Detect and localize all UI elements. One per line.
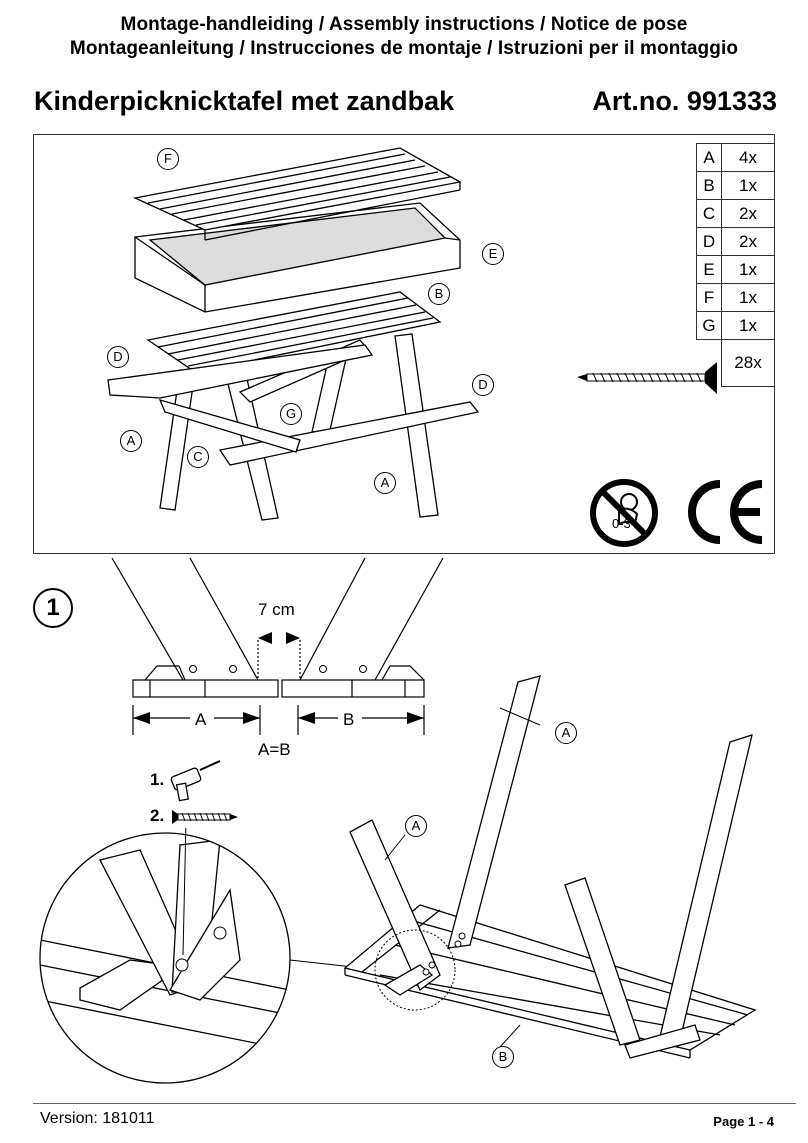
label-part-e: E [482, 243, 504, 265]
dimension-a-label: A [195, 710, 207, 729]
part-quantity: 1x [721, 255, 775, 284]
header-languages-line-2: Montageanleitung / Instrucciones de mont… [69, 38, 739, 59]
part-quantity: 2x [721, 227, 775, 256]
label-step-part-a-left: A [405, 815, 427, 837]
part-letter: G [696, 311, 722, 340]
part-letter: B [696, 171, 722, 200]
step-number-badge: 1 [33, 588, 73, 628]
ce-mark-icon [688, 480, 763, 544]
part-quantity: 4x [721, 143, 775, 172]
screw-small-icon [172, 810, 238, 824]
label-part-a-left: A [120, 430, 142, 452]
part-letter: A [696, 143, 722, 172]
drill-icon [170, 760, 221, 802]
article-number: Art.no. 991333 [592, 86, 777, 116]
dimension-b-label: B [343, 710, 355, 729]
part-quantity: 1x [721, 171, 775, 200]
label-step-part-b: B [492, 1046, 514, 1068]
version-label: Version: 181011 [40, 1110, 155, 1127]
part-quantity: 2x [721, 199, 775, 228]
screw-icon [577, 362, 717, 394]
equal-dimension-note: A=B [258, 740, 291, 759]
label-part-c: C [187, 446, 209, 468]
footer-divider [33, 1103, 796, 1104]
bench-assembly-drawing [343, 675, 757, 1059]
header-languages-line-1: Montage-handleiding / Assembly instructi… [120, 14, 688, 35]
dimension-label: 7 cm [258, 600, 295, 619]
part-quantity: 1x [721, 311, 775, 340]
leg-spacing-drawing [111, 557, 444, 735]
screw-row: 28x [697, 339, 775, 387]
part-letter: D [696, 227, 722, 256]
page-number: Page 1 - 4 [713, 1114, 774, 1129]
label-part-d-right: D [472, 374, 494, 396]
step-tool-1-label: 1. [150, 770, 165, 789]
label-step-part-a-right: A [555, 722, 577, 744]
label-part-a-right: A [374, 472, 396, 494]
zoom-detail-drawing [39, 828, 381, 1084]
part-letter: E [696, 255, 722, 284]
exploded-view-drawing [107, 147, 480, 521]
label-part-b: B [428, 283, 450, 305]
age-warning-text: 0-3 [612, 516, 631, 531]
label-part-d-left: D [107, 346, 129, 368]
screw-quantity: 28x [721, 339, 775, 387]
product-name: Kinderpicknicktafel met zandbak [34, 86, 455, 116]
parts-overview-box [33, 134, 775, 554]
label-part-g: G [280, 403, 302, 425]
part-quantity: 1x [721, 283, 775, 312]
step-tool-2-label: 2. [150, 806, 165, 825]
label-part-f: F [157, 148, 179, 170]
part-letter: C [696, 199, 722, 228]
part-letter: F [696, 283, 722, 312]
age-warning-icon: 0-3 [590, 479, 658, 547]
